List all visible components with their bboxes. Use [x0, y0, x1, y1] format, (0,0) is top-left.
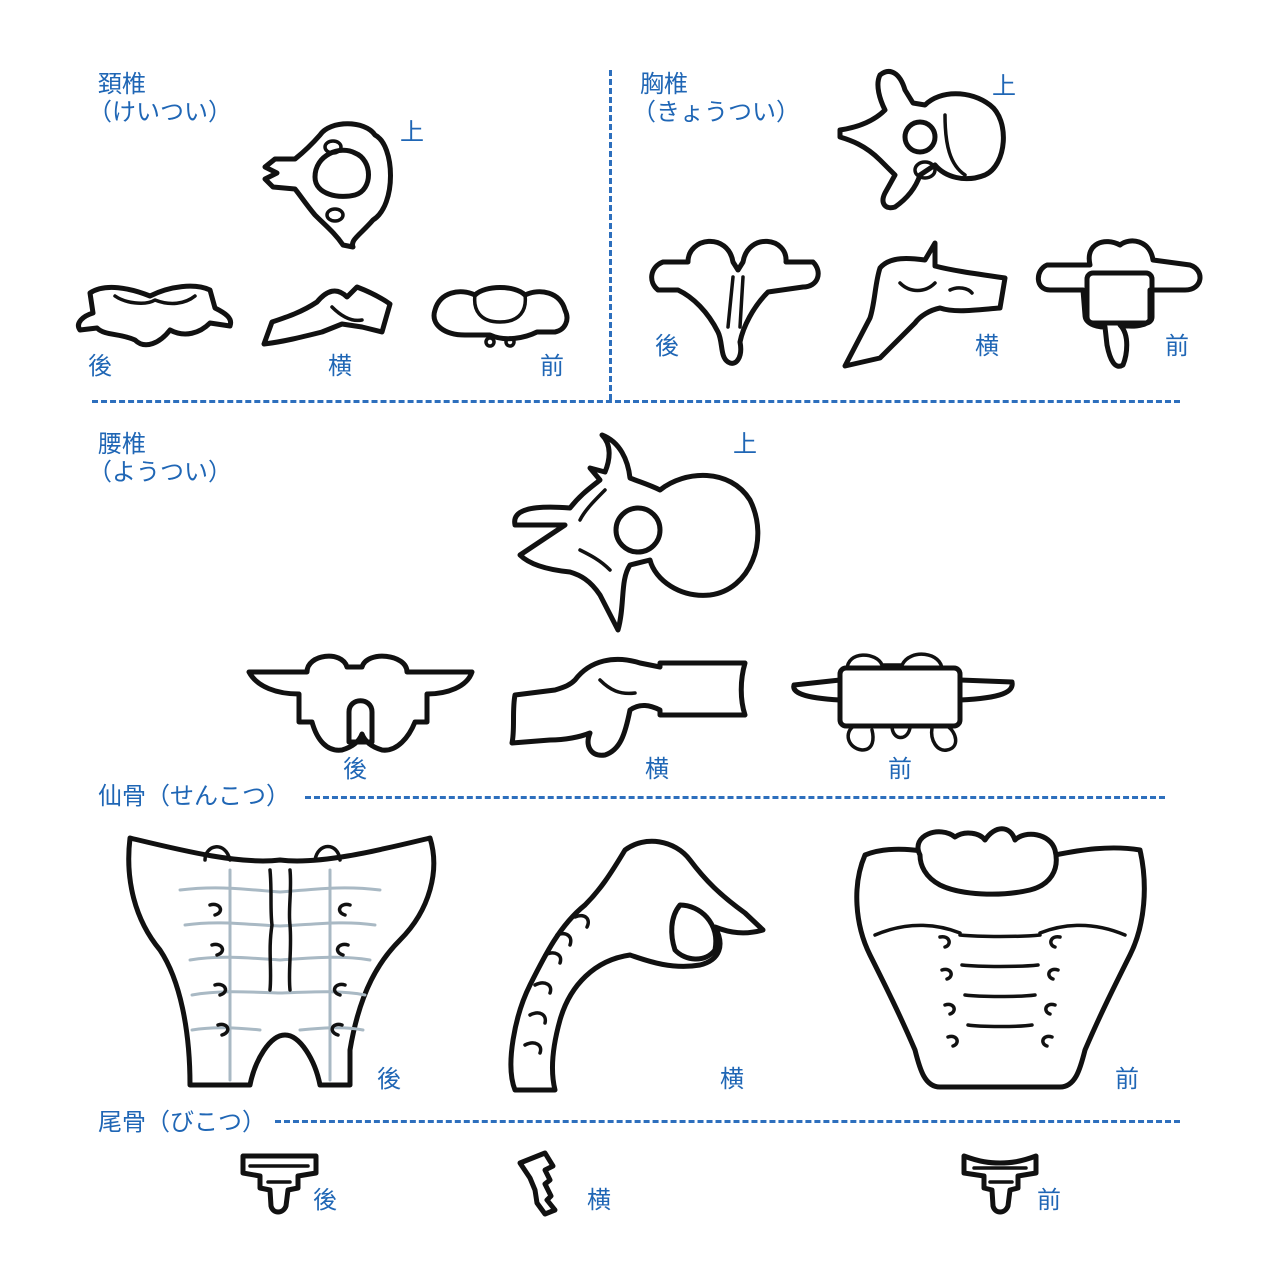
divider-vertical-cervical-thoracic: [609, 70, 612, 400]
cervical-front-label: 前: [540, 352, 564, 380]
lumbar-vertebra-side-view: [509, 656, 748, 758]
thoracic-vertebra-back-view: [649, 238, 821, 366]
coccyx-front-view: [961, 1153, 1039, 1215]
coccyx-side-label: 横: [587, 1186, 611, 1214]
cervical-vertebra-back-view: [76, 283, 234, 348]
lumbar-vertebra-front-view: [791, 652, 1015, 752]
thoracic-side-label: 横: [975, 332, 999, 360]
thoracic-title: 胸椎: [640, 70, 688, 98]
coccyx-title: 尾骨（びこつ）: [98, 1108, 266, 1136]
sacrum-front-label: 前: [1115, 1065, 1139, 1093]
thoracic-vertebra-side-view: [842, 240, 1008, 369]
lumbar-top-label: 上: [733, 430, 757, 458]
sacrum-side-label: 横: [720, 1065, 744, 1093]
cervical-top-label: 上: [400, 118, 424, 146]
coccyx-back-view: [240, 1153, 319, 1215]
thoracic-reading: （きょうつい）: [632, 98, 800, 126]
cervical-reading: （けいつい）: [88, 98, 232, 126]
cervical-title: 頚椎: [98, 70, 146, 98]
cervical-vertebra-front-view: [431, 285, 570, 348]
thoracic-back-label: 後: [655, 332, 679, 360]
lumbar-front-label: 前: [888, 755, 912, 783]
thoracic-top-label: 上: [992, 72, 1016, 100]
lumbar-title: 腰椎: [98, 430, 146, 458]
cervical-side-label: 横: [328, 352, 352, 380]
sacrum-back-label: 後: [377, 1065, 401, 1093]
cervical-vertebra-top-view: [262, 121, 393, 250]
sacrum-title: 仙骨（せんこつ）: [98, 782, 290, 810]
coccyx-back-label: 後: [313, 1186, 337, 1214]
sacrum-back-view: [126, 835, 437, 1088]
lumbar-vertebra-back-view: [246, 653, 475, 753]
thoracic-vertebra-front-view: [1035, 238, 1203, 369]
coccyx-side-view: [517, 1150, 558, 1217]
thoracic-vertebra-top-view: [837, 69, 1006, 211]
lumbar-side-label: 横: [645, 755, 669, 783]
lumbar-vertebra-top-view: [512, 432, 761, 633]
cervical-back-label: 後: [88, 352, 112, 380]
thoracic-front-label: 前: [1165, 332, 1189, 360]
lumbar-reading: （ようつい）: [88, 458, 232, 486]
lumbar-back-label: 後: [343, 755, 367, 783]
divider-upper-lumbar: [92, 400, 1180, 403]
divider-sacrum-coccyx: [275, 1120, 1180, 1123]
divider-lumbar-sacrum: [305, 796, 1165, 799]
coccyx-front-label: 前: [1037, 1186, 1061, 1214]
sacrum-front-view: [854, 826, 1147, 1090]
sacrum-side-view: [508, 838, 766, 1093]
cervical-vertebra-side-view: [261, 284, 393, 347]
